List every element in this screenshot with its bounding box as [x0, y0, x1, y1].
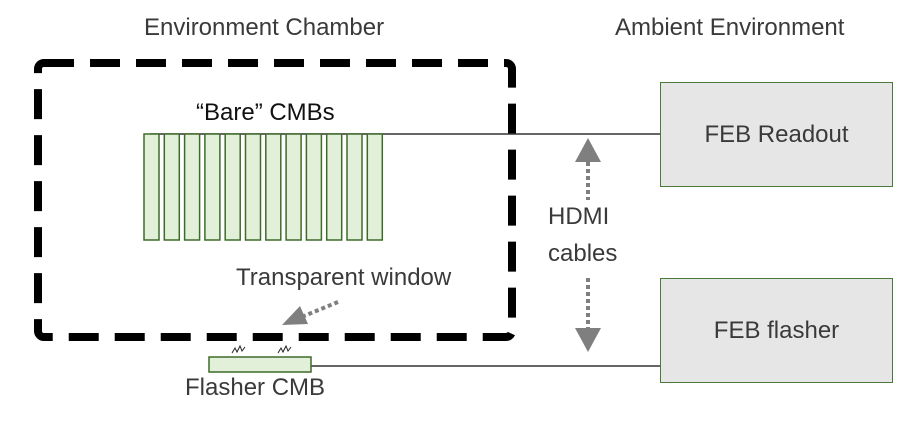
bare-cmb-group — [143, 133, 384, 241]
window-arrow-shaft — [303, 300, 339, 318]
environment-chamber-boundary — [34, 59, 516, 341]
flasher-cmb-label: Flasher CMB — [185, 374, 326, 401]
cables-label: cables — [548, 240, 618, 267]
feb-flasher-label: FEB flasher — [713, 316, 840, 344]
window-arrow-head — [282, 306, 308, 325]
bare-cmb-strip — [265, 133, 282, 241]
ambient-environment-title: Ambient Environment — [615, 14, 845, 41]
bare-cmb-strip — [183, 133, 201, 241]
feb-readout-label: FEB Readout — [704, 120, 849, 148]
bare-cmb-strip — [346, 133, 363, 241]
feb-readout-box: FEB Readout — [660, 82, 893, 187]
bare-cmb-strip — [244, 133, 262, 241]
bare-cmb-strip — [204, 133, 221, 241]
hdmi-arrow-down-head — [575, 328, 601, 352]
bare-cmb-strip — [285, 133, 302, 241]
bare-cmb-strip — [163, 133, 181, 241]
bare-cmb-strip — [325, 133, 343, 241]
transparent-window-label: Transparent window — [236, 264, 452, 291]
bare-cmb-strip — [224, 133, 241, 241]
bare-cmb-strip — [366, 133, 384, 241]
bare-cmbs-label: “Bare” CMBs — [196, 99, 335, 126]
feb-flasher-box: FEB flasher — [660, 278, 893, 383]
environment-chamber-title: Environment Chamber — [144, 14, 385, 41]
hdmi-label: HDMI — [548, 203, 610, 230]
led-flash-icon — [231, 344, 292, 354]
bare-cmb-strip — [143, 133, 160, 241]
hdmi-arrow-up-head — [575, 138, 601, 162]
flasher-cmb-board — [208, 356, 312, 373]
bare-cmb-strip — [305, 133, 323, 241]
